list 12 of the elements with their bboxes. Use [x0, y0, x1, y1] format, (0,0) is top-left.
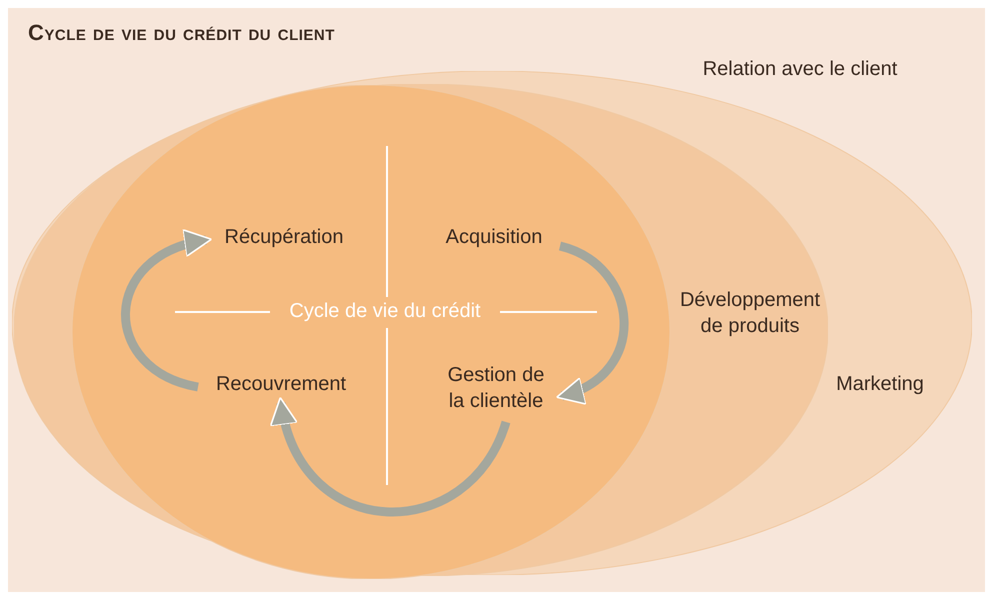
stage-label: Gestion de la clientèle [446, 363, 546, 414]
curved-arrow [272, 396, 510, 516]
stage-label: Recouvrement [214, 372, 348, 397]
region-label: Relation avec le client [702, 57, 898, 82]
curved-arrow [121, 231, 212, 392]
curved-arrow [556, 242, 628, 402]
stage-label: Acquisition [444, 225, 544, 250]
region-label: Cycle de vie du crédit [288, 299, 482, 324]
region-label: Marketing [835, 372, 925, 397]
diagram-title: Cycle de vie du crédit du client [28, 20, 335, 46]
region-label: Développement de produits [678, 288, 822, 339]
stage-label: Récupération [224, 225, 344, 250]
